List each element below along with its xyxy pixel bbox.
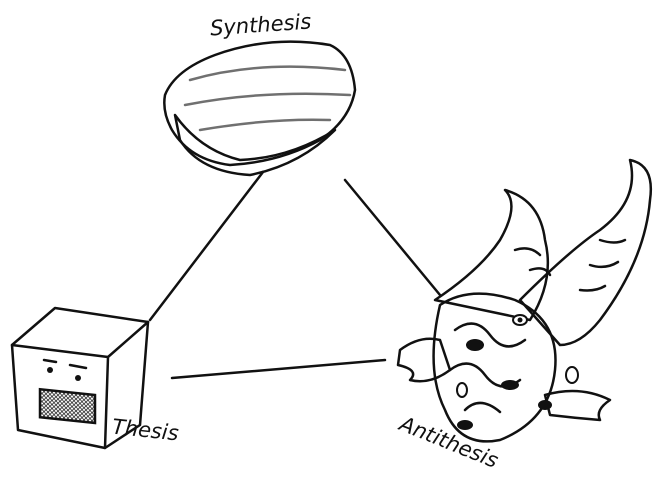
edge-synthesis-thesis [148, 170, 265, 322]
label-thesis: Thesis [111, 415, 180, 446]
edge-synthesis-antithesis [343, 178, 442, 297]
label-synthesis: Synthesis [209, 9, 312, 40]
cone-shell-illustration [163, 40, 357, 177]
edge-thesis-antithesis [170, 358, 387, 380]
grid-mouth [38, 387, 97, 425]
winged-creature-illustration [396, 158, 653, 443]
cube-face-illustration [10, 306, 150, 450]
